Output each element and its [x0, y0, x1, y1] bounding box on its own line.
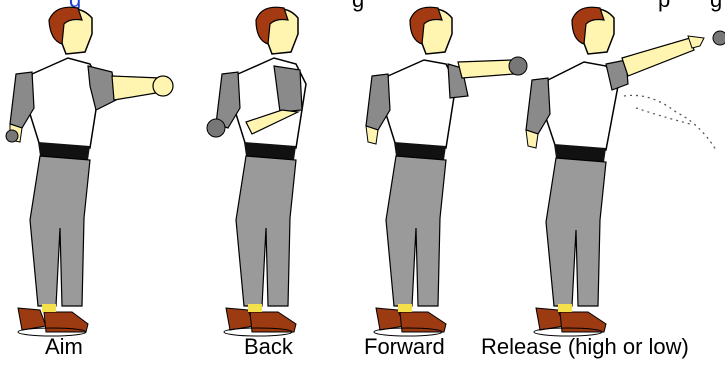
pose-aim: [6, 7, 173, 336]
caption-release: Release (high or low): [481, 334, 689, 360]
caption-back: Back: [244, 334, 293, 360]
pose-forward: [366, 7, 527, 336]
pose-release: [526, 7, 725, 336]
caption-aim: Aim: [45, 334, 83, 360]
pose-back: [207, 7, 306, 336]
caption-forward: Forward: [364, 334, 445, 360]
